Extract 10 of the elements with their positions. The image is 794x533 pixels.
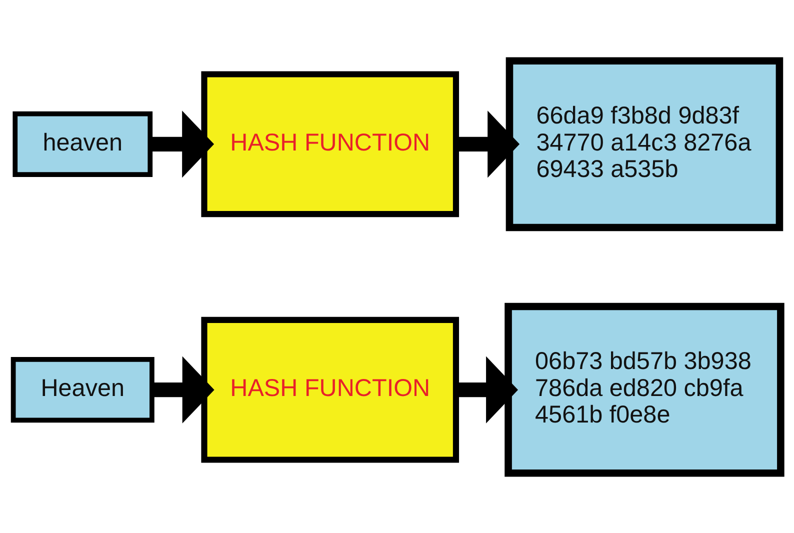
arrow: [456, 110, 520, 178]
node-box: Heaven: [10, 356, 154, 422]
node-box: 06b73 bd57b 3b938 786da ed820 cb9fa 4561b f0e8e: [504, 302, 784, 476]
arrow: [150, 110, 214, 178]
arrow: [456, 356, 518, 423]
arrow: [152, 356, 214, 423]
node-box: HASH FUNCTION: [201, 70, 460, 217]
node-box: HASH FUNCTION: [201, 316, 460, 462]
node-box: heaven: [12, 110, 153, 176]
node-box: 66da9 f3b8d 9d83f 34770 a14c3 8276a 69433 a535b: [506, 56, 784, 231]
